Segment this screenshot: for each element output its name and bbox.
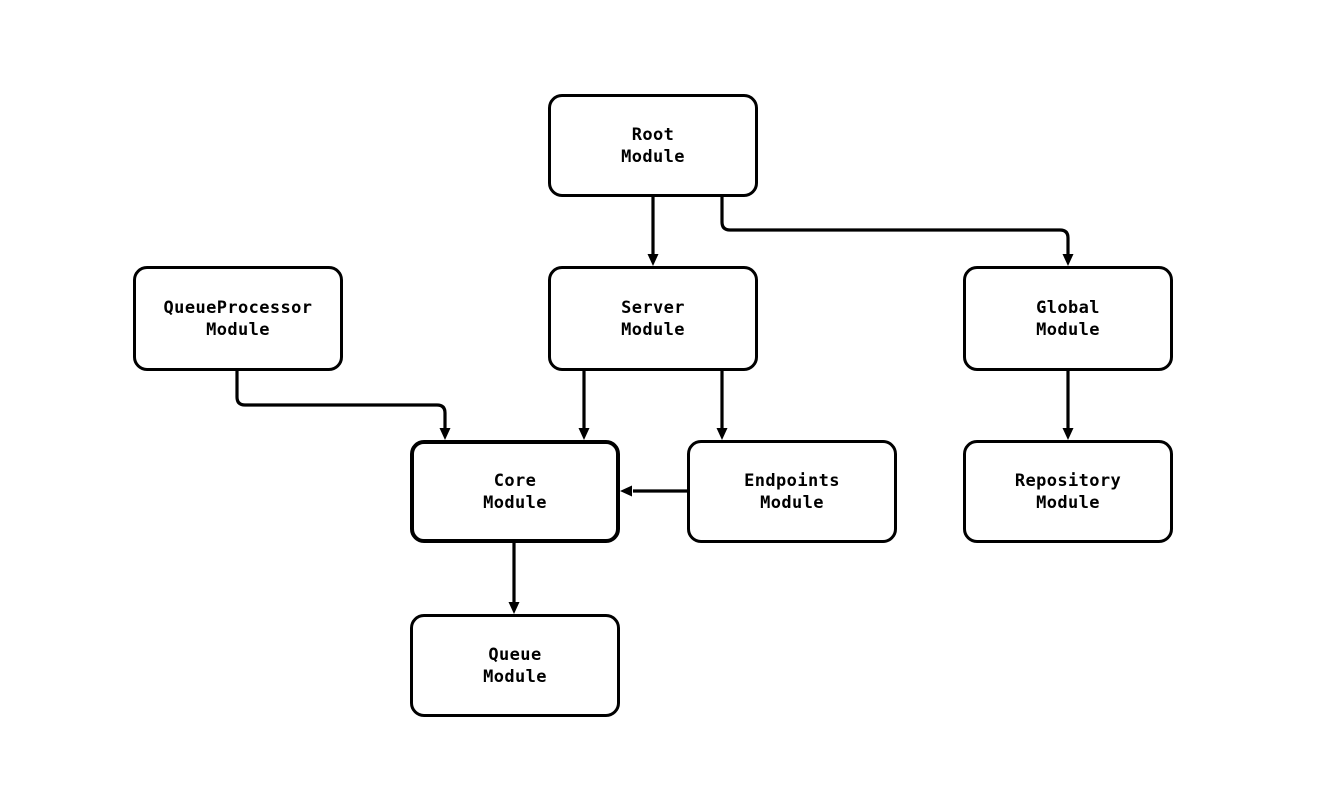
node-core-label-line2: Module — [483, 492, 547, 513]
node-queue-label-line2: Module — [483, 666, 547, 687]
node-repository-label-line1: Repository — [1014, 470, 1122, 491]
arrowhead-root-to-server — [647, 254, 659, 266]
edge-queueprocessor-to-core — [235, 371, 447, 430]
arrowhead-server-to-core — [578, 428, 590, 440]
edge-root-to-global — [720, 197, 1070, 256]
node-endpoints-label-line2: Module — [760, 492, 824, 513]
edges-group — [235, 197, 1074, 614]
node-global-label-line2: Module — [1036, 319, 1100, 340]
node-repository-label-line2: Module — [1036, 492, 1100, 513]
node-endpoints-label-line1: Endpoints — [744, 470, 840, 491]
node-server-label-line1: Server — [621, 297, 685, 318]
arrowhead-root-to-global — [1062, 254, 1074, 266]
node-global-label-line1: Global — [1036, 297, 1100, 318]
arrowhead-global-to-repository — [1062, 428, 1074, 440]
node-core-label-line1: Core — [493, 470, 537, 491]
node-root-label-line2: Module — [621, 146, 685, 167]
node-queue-label-line1: Queue — [488, 644, 542, 665]
node-server-label-line2: Module — [621, 319, 685, 340]
arrowhead-queueprocessor-to-core — [439, 428, 451, 440]
node-queueprocessor-label-line2: Module — [206, 319, 270, 340]
node-root-label-line1: Root — [631, 124, 675, 145]
arrowhead-endpoints-to-core — [620, 485, 632, 497]
node-queueprocessor-label-line1: QueueProcessor — [163, 297, 313, 318]
arrowhead-core-to-queue — [508, 602, 520, 614]
arrowhead-server-to-endpoints — [716, 428, 728, 440]
